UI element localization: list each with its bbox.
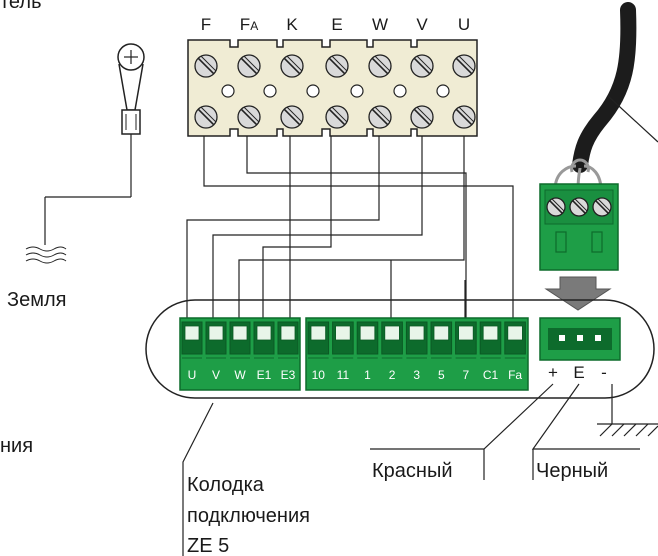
terminal-group-right-socket: [539, 317, 621, 361]
screw-icon: [194, 105, 218, 129]
terminal-label: Fa: [508, 368, 522, 382]
top-terminal-label: F: [201, 15, 211, 34]
terminal-label: 10: [312, 368, 326, 382]
terminal-label: U: [188, 368, 197, 382]
red-wire-label: Красный: [372, 460, 453, 482]
top-terminal-strip: [187, 39, 478, 137]
earth-ring-terminal: [44, 43, 145, 245]
terminal-label: 5: [438, 368, 445, 382]
terminal-slot: [232, 325, 248, 341]
terminal-slot: [359, 325, 376, 341]
top-terminal-label: E: [331, 15, 342, 34]
socket-pin-label: E: [573, 363, 584, 382]
leader-lines: [182, 383, 640, 556]
screw-icon: [325, 54, 349, 78]
earth-label: Земля: [7, 289, 66, 311]
block-label-line1: Колодка: [187, 474, 265, 496]
terminal-slot: [310, 325, 327, 341]
terminal-slot: [208, 325, 224, 341]
insert-arrow: [544, 276, 612, 311]
block-label-line3: ZE 5: [187, 535, 229, 556]
screw-icon: [452, 105, 476, 129]
socket-pin-label: +: [548, 363, 558, 382]
screw-icon: [410, 54, 434, 78]
screw-icon: [194, 54, 218, 78]
block-label-line2: подключения: [187, 505, 310, 527]
screw-icon: [237, 105, 261, 129]
terminal-hole: [221, 84, 235, 98]
terminal-label: V: [212, 368, 220, 382]
top-terminal-label: K: [286, 15, 298, 34]
screw-icon: [368, 105, 392, 129]
terminal-slot: [184, 325, 200, 341]
terminal-hole: [306, 84, 320, 98]
earth-ground-symbol: [25, 246, 67, 264]
terminal-label: 7: [463, 368, 470, 382]
terminal-label: E3: [281, 368, 296, 382]
terminal-label: 11: [337, 368, 350, 382]
screw-icon: [237, 54, 261, 78]
power-cable: [553, 2, 658, 191]
screw-icon: [325, 105, 349, 129]
terminal-slot: [408, 325, 425, 341]
socket-pin-label: -: [601, 363, 607, 382]
screw-icon: [592, 197, 612, 217]
wires: [186, 136, 514, 332]
left-fragment-label: ния: [0, 435, 33, 457]
terminal-slot: [433, 325, 450, 341]
screw-icon: [368, 54, 392, 78]
terminal-slot: [458, 325, 474, 341]
top-terminal-label: V: [416, 15, 428, 34]
terminal-hole: [393, 84, 407, 98]
screw-icon: [280, 105, 304, 129]
terminal-label: W: [234, 368, 246, 382]
screw-icon: [280, 54, 304, 78]
terminal-label: C1: [483, 368, 499, 382]
terminal-hole: [350, 84, 364, 98]
terminal-slot: [507, 325, 523, 341]
terminal-label: 1: [364, 368, 371, 382]
terminal-slot: [384, 325, 400, 341]
screw-icon: [452, 54, 476, 78]
terminal-slot: [335, 325, 351, 341]
green-plug-connector: [539, 183, 619, 271]
terminal-hole: [436, 84, 450, 98]
screw-icon: [569, 197, 589, 217]
terminal-slot: [280, 325, 296, 341]
terminal-slot: [482, 325, 499, 341]
top-terminal-label: FA: [240, 15, 258, 34]
terminal-label: 2: [389, 368, 396, 382]
screw-icon: [410, 105, 434, 129]
black-wire-label: Черный: [536, 460, 608, 482]
top-terminal-label: U: [458, 15, 470, 34]
terminal-slot: [256, 325, 272, 341]
connection-block-outline: [145, 299, 655, 399]
ground-hatch: [597, 384, 658, 437]
terminal-label: 3: [413, 368, 420, 382]
terminal-hole: [263, 84, 277, 98]
top-terminal-label: W: [372, 15, 388, 34]
top-left-fragment-label: тель: [0, 0, 41, 13]
screw-icon: [546, 197, 566, 217]
terminal-label: E1: [257, 368, 272, 382]
